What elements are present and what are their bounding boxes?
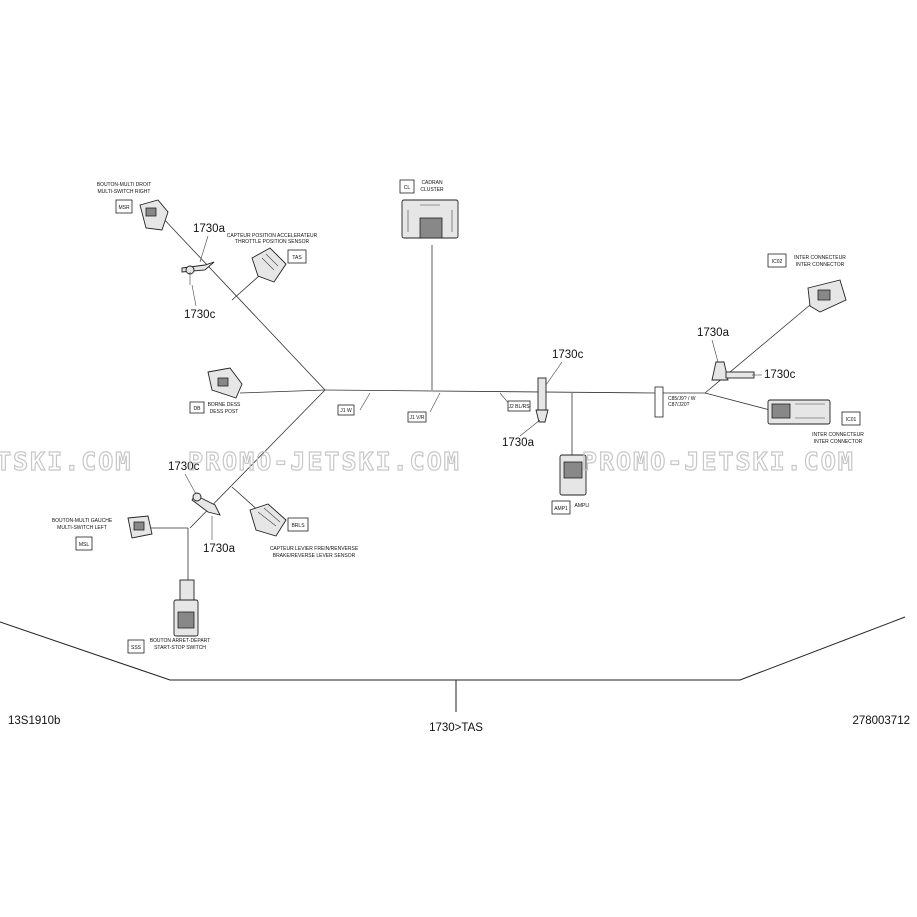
- connector-db-body: [207, 367, 243, 399]
- label-msl-fr: BOUTON-MULTI GAUCHE: [52, 518, 113, 524]
- label-tas-fr: CAPTEUR POSITION ACCELERATEUR: [227, 233, 318, 239]
- tag-ic01-code: IC01: [846, 417, 857, 423]
- clip-1730-top-left: [181, 261, 215, 285]
- ref-1730c-top-left: 1730c: [184, 309, 216, 321]
- splice-j1w: J1 W: [340, 408, 352, 414]
- watermark-center: PROMO-JETSKI.COM: [188, 447, 461, 476]
- connector-msl-body: [127, 515, 153, 539]
- watermark-left: TSKI.COM: [0, 447, 132, 476]
- leader-1730a-center: [519, 419, 541, 437]
- label-brls-fr: CAPTEUR LEVIER FREIN/RENVERSE: [270, 546, 359, 552]
- tag-msr: [115, 199, 133, 214]
- ref-1730a-right: 1730a: [697, 327, 730, 339]
- label-cl-en: CLUSTER: [420, 187, 444, 193]
- footer-left: 13S1910b: [8, 715, 60, 727]
- watermark-right: PROMO-JETSKI.COM: [582, 447, 855, 476]
- tag-ic01: [841, 411, 861, 426]
- label-msr-en: MULTI-SWITCH RIGHT: [98, 189, 151, 195]
- tag-msl-code: MSL: [79, 542, 90, 548]
- wire-main-trunk: [324, 389, 656, 394]
- label-db-fr: BORNE DESS: [208, 402, 241, 408]
- tag-ic02: [767, 253, 787, 268]
- tag-tas-code: TAS: [292, 255, 302, 261]
- ref-1730c-center: 1730c: [552, 349, 584, 361]
- connector-tas-body: [251, 247, 287, 283]
- callout-frame: [0, 616, 906, 681]
- clip-1730-bottom-left: [191, 492, 221, 516]
- ref-1730a-center: 1730a: [502, 437, 535, 449]
- leader-1730c-center: [545, 361, 563, 386]
- wire-msr-trunk: [159, 214, 326, 391]
- connector-sss-body: [173, 579, 199, 637]
- tag-sss: [127, 639, 145, 654]
- clip-1730-center: [535, 377, 549, 423]
- footer-center: 1730>TAS: [429, 722, 483, 734]
- tag-msr-code: MSR: [118, 205, 130, 211]
- ref-1730a-top-left: 1730a: [193, 223, 226, 235]
- leader-1730a-top-left: [199, 235, 209, 263]
- tag-brls-code: BRLS: [291, 523, 305, 529]
- tag-splice-strip: [654, 386, 664, 418]
- tag-sss-code: SSS: [131, 645, 142, 651]
- splice-label-2: C87/J20?: [668, 402, 690, 408]
- tag-brls: [287, 517, 309, 532]
- splice-lead-2: [429, 392, 441, 413]
- label-sss-en: START-STOP SWITCH: [154, 645, 206, 651]
- ref-1730a-bottom-left: 1730a: [203, 543, 236, 555]
- connector-ic02-body: [807, 279, 847, 313]
- leader-1730c-bottom-left: [184, 473, 197, 495]
- label-sss-fr: BOUTON ARRET-DEPART: [150, 638, 211, 644]
- label-amp1: AMPLI: [574, 503, 589, 509]
- tag-cl: [399, 179, 415, 194]
- leader-1730c-top-left: [191, 284, 197, 307]
- harness-wires: [150, 214, 811, 590]
- footer-right: 278003712: [852, 715, 910, 727]
- tag-tas: [287, 249, 307, 264]
- label-ic02-en: INTER CONNECTOR: [796, 262, 845, 268]
- label-ic01-en: INTER CONNECTOR: [814, 439, 863, 445]
- leader-1730a-right: [711, 339, 719, 363]
- connector-ic01-body: [767, 399, 831, 425]
- tag-amp1-code: AMP1: [554, 506, 568, 512]
- tag-splice-j2: [507, 400, 531, 412]
- tag-splice-j1vr: [407, 411, 427, 423]
- connector-msr-body: [139, 199, 169, 231]
- ref-1730c-bottom-left: 1730c: [168, 461, 200, 473]
- ref-1730c-right: 1730c: [764, 369, 796, 381]
- label-brls-en: BRAKE/REVERSE LEVER SENSOR: [273, 553, 356, 559]
- label-msr-fr: BOUTON-MULTI DROIT: [97, 182, 152, 188]
- splice-j1vr: J1 V/R: [409, 415, 424, 421]
- tag-amp1: [551, 500, 571, 515]
- label-msl-en: MULTI-SWITCH LEFT: [57, 525, 107, 531]
- splice-j2: J2 BL/RS: [508, 404, 530, 410]
- tag-ic02-code: IC02: [772, 259, 783, 265]
- label-ic01-fr: INTER CONNECTEUR: [812, 432, 864, 438]
- connector-brls-body: [249, 503, 287, 537]
- tag-db-code: DB: [194, 406, 202, 412]
- wire-ic01: [704, 392, 771, 411]
- tag-splice-j1w: [337, 404, 355, 416]
- splice-label: C85/J9? / W: [668, 396, 696, 402]
- tag-cl-code: CL: [404, 185, 411, 191]
- label-db-en: DESS POST: [210, 409, 239, 415]
- label-cl-fr: CADRAN: [421, 180, 443, 186]
- label-tas-en: THROTTLE POSITION SENSOR: [235, 239, 310, 245]
- label-ic02-fr: INTER CONNECTEUR: [794, 255, 846, 261]
- wire-db: [239, 389, 326, 394]
- connector-cl-body: [401, 199, 459, 239]
- connector-amp1-body: [559, 454, 587, 496]
- splice-lead-1: [359, 392, 371, 411]
- clip-1730-right: [711, 361, 755, 381]
- tag-db: [189, 401, 205, 414]
- tag-msl: [75, 536, 93, 551]
